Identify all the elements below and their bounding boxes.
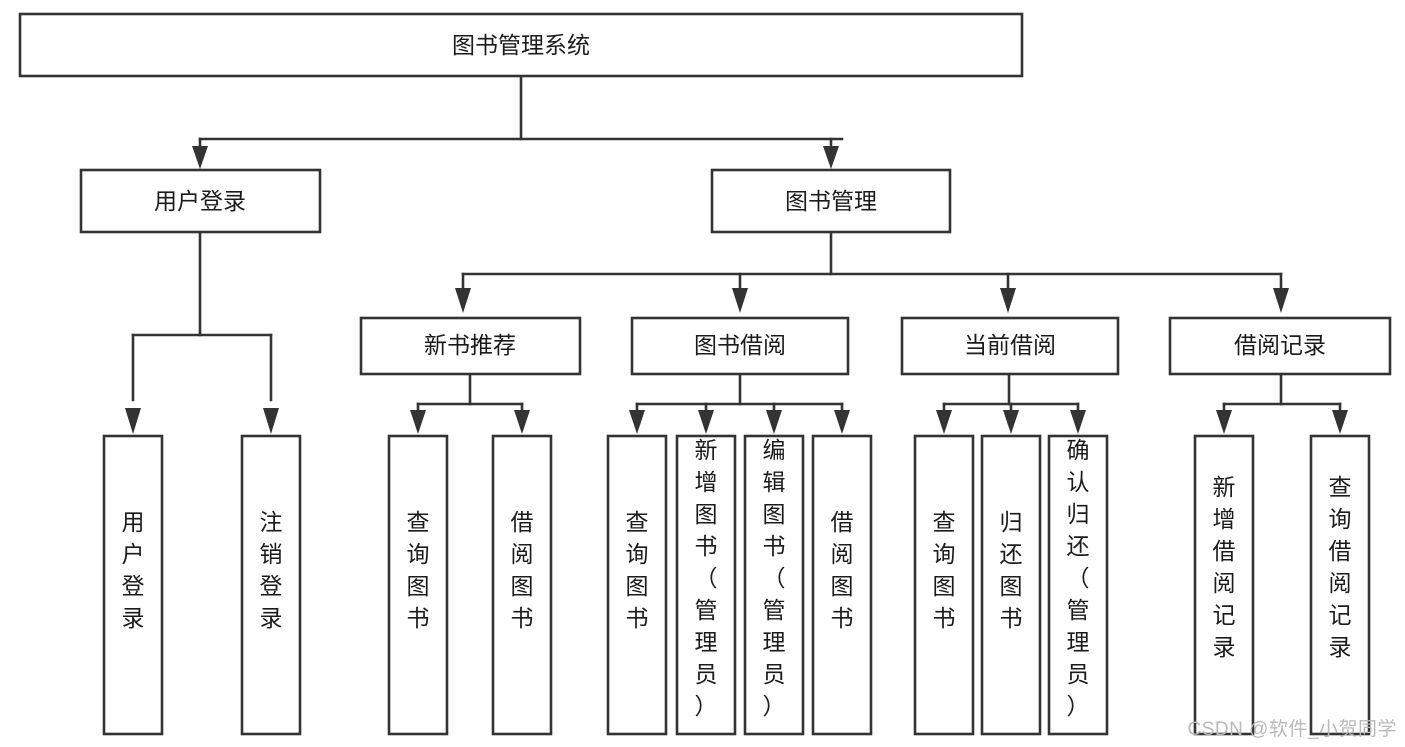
arrow-head-book-borrow-leaf2	[698, 410, 714, 434]
arrow-head-book-borrow-leaf1	[629, 410, 645, 434]
arrow-head-user-login-leaf2	[263, 408, 279, 434]
leaf-borrow-record-query-box[interactable]	[1309, 434, 1371, 736]
leaf-current-borrow-confirm[interactable]: 确认归还（管理员）	[1047, 434, 1109, 736]
leaf-borrow-record-add-box[interactable]	[1193, 434, 1255, 736]
leaf-book-borrow-query-label: 查询图书	[626, 509, 649, 631]
leaf-user-login-logout[interactable]: 注销登录	[240, 434, 302, 736]
connectors-current-borrow-to-leaves	[936, 372, 1086, 434]
leaf-borrow-record-add-label: 新增借阅记录	[1213, 474, 1236, 660]
arrow-head-new-book-leaf1	[410, 410, 426, 434]
leaf-book-borrow-borrow-box[interactable]	[811, 434, 873, 736]
arrow-head-book-manage	[823, 146, 839, 169]
arrow-head-borrow-record	[1273, 288, 1289, 313]
leaf-current-borrow-confirm-label: 确认归还（管理员）	[1067, 437, 1090, 719]
leaf-new-book-borrow[interactable]: 借阅图书	[491, 434, 553, 736]
node-current-borrow[interactable]: 当前借阅	[900, 316, 1120, 376]
leaf-book-borrow-edit-box[interactable]	[743, 434, 805, 736]
node-root[interactable]: 图书管理系统	[18, 12, 1024, 78]
node-user-login-box[interactable]	[79, 168, 322, 234]
leaf-borrow-record-add[interactable]: 新增借阅记录	[1193, 434, 1255, 736]
node-root-label: 图书管理系统	[452, 32, 590, 58]
node-borrow-record[interactable]: 借阅记录	[1168, 316, 1392, 376]
connectors-borrow-record-to-leaves	[1216, 372, 1348, 434]
leaf-book-borrow-edit-label: 编辑图书（管理员）	[763, 437, 786, 719]
arrow-head-current-borrow-leaf1	[936, 410, 952, 434]
leaf-current-borrow-confirm-box[interactable]	[1047, 434, 1109, 736]
leaf-new-book-borrow-label: 借阅图书	[511, 509, 534, 631]
node-book-manage-label: 图书管理	[785, 188, 877, 214]
arrow-head-current-borrow-leaf2	[1003, 410, 1019, 434]
node-book-manage[interactable]: 图书管理	[710, 168, 952, 234]
leaf-user-login-login-box[interactable]	[102, 434, 164, 736]
node-borrow-record-label: 借阅记录	[1234, 332, 1326, 358]
leaf-book-borrow-borrow-label: 借阅图书	[831, 509, 854, 631]
connectors-book-manage-to-level2	[455, 230, 1289, 313]
node-current-borrow-box[interactable]	[900, 316, 1120, 376]
node-user-login[interactable]: 用户登录	[79, 168, 322, 234]
leaf-book-borrow-add-box[interactable]	[675, 434, 737, 736]
node-new-book-recommend-box[interactable]	[359, 316, 582, 376]
arrow-head-current-borrow	[1000, 288, 1016, 313]
node-current-borrow-label: 当前借阅	[964, 332, 1056, 358]
node-book-borrow[interactable]: 图书借阅	[630, 316, 850, 376]
leaf-new-book-query[interactable]: 查询图书	[387, 434, 449, 736]
node-new-book-recommend-label: 新书推荐	[424, 332, 516, 358]
leaf-current-borrow-return-label: 归还图书	[1000, 509, 1023, 631]
node-book-manage-box[interactable]	[710, 168, 952, 234]
arrow-head-new-book	[455, 288, 471, 313]
node-book-borrow-box[interactable]	[630, 316, 850, 376]
leaf-current-borrow-query-box[interactable]	[913, 434, 975, 736]
arrow-head-book-borrow-leaf3	[766, 410, 782, 434]
arrow-head-user-login-leaf1	[125, 408, 141, 434]
leaf-current-borrow-return-box[interactable]	[980, 434, 1042, 736]
arrow-head-borrow-record-leaf1	[1216, 410, 1232, 434]
node-root-box[interactable]	[18, 12, 1024, 78]
leaf-user-login-logout-box[interactable]	[240, 434, 302, 736]
leaf-current-borrow-query-label: 查询图书	[933, 509, 956, 631]
leaf-book-borrow-borrow[interactable]: 借阅图书	[811, 434, 873, 736]
leaf-new-book-borrow-box[interactable]	[491, 434, 553, 736]
node-user-login-label: 用户登录	[154, 188, 246, 214]
arrow-head-book-borrow-leaf4	[834, 410, 850, 434]
connectors-root-to-level1	[192, 74, 844, 169]
leaf-user-login-logout-label: 注销登录	[260, 509, 283, 631]
node-book-borrow-label: 图书借阅	[694, 332, 786, 358]
leaf-current-borrow-return[interactable]: 归还图书	[980, 434, 1042, 736]
arrow-head-borrow-record-leaf2	[1332, 410, 1348, 434]
arrow-head-user-login	[192, 146, 208, 169]
leaf-book-borrow-edit[interactable]: 编辑图书（管理员）	[743, 434, 805, 736]
connectors-new-book-to-leaves	[410, 372, 530, 434]
node-borrow-record-box[interactable]	[1168, 316, 1392, 376]
arrow-head-new-book-leaf2	[514, 410, 530, 434]
leaf-book-borrow-query-box[interactable]	[606, 434, 668, 736]
leaf-borrow-record-query-label: 查询借阅记录	[1329, 474, 1352, 660]
leaf-book-borrow-add[interactable]: 新增图书（管理员）	[675, 434, 737, 736]
leaf-user-login-login[interactable]: 用户登录	[102, 434, 164, 736]
leaf-book-borrow-query[interactable]: 查询图书	[606, 434, 668, 736]
arrow-head-current-borrow-leaf3	[1070, 410, 1086, 434]
arrow-head-book-borrow	[732, 288, 748, 313]
leaf-new-book-query-label: 查询图书	[407, 509, 430, 631]
connectors-user-login-to-leaves	[125, 230, 279, 434]
leaf-current-borrow-query[interactable]: 查询图书	[913, 434, 975, 736]
leaf-borrow-record-query[interactable]: 查询借阅记录	[1309, 434, 1371, 736]
leaf-user-login-login-label: 用户登录	[122, 509, 145, 631]
node-new-book-recommend[interactable]: 新书推荐	[359, 316, 582, 376]
connectors-book-borrow-to-leaves	[629, 372, 850, 434]
leaf-book-borrow-add-label: 新增图书（管理员）	[695, 437, 718, 719]
leaf-new-book-query-box[interactable]	[387, 434, 449, 736]
